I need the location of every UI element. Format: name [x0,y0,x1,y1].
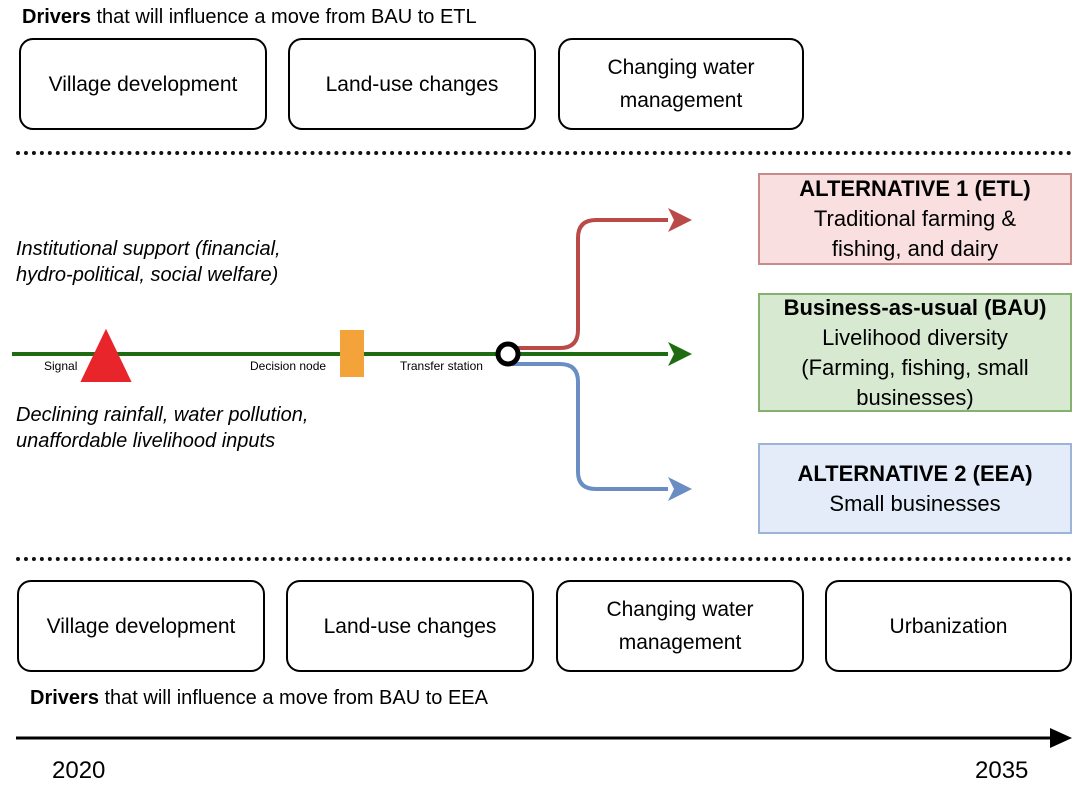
top-drivers-heading: Drivers that will influence a move from … [22,6,477,28]
bottom-driver-urbanization: Urbanization [825,580,1072,672]
top-driver-changing-water-management: Changing water management [558,38,804,130]
eea-branch-line [512,362,668,491]
bau-title: Business-as-usual (BAU) [783,294,1047,320]
bau-box: Business-as-usual (BAU) Livelihood diver… [758,293,1072,412]
timeline-end-year: 2035 [975,757,1029,784]
bottom-driver-changing-water-management: Changing water management [556,580,804,672]
top-divider [16,151,1072,155]
signal-label: Signal [44,359,78,373]
decision-node-label: Decision node [250,359,327,373]
alternative-2-box: ALTERNATIVE 2 (EEA) Small businesses [758,443,1072,534]
signal-triangle-icon [80,328,132,382]
bottom-divider [16,557,1072,561]
alternative-1-title: ALTERNATIVE 1 (ETL) [799,176,1031,201]
bottom-driver-village-development: Village development [17,580,265,672]
alternative-2-body: Small businesses [829,490,1001,516]
alternative-2-title: ALTERNATIVE 2 (EEA) [797,460,1033,486]
timeline-arrowhead [1050,728,1072,748]
alternative-1-body: Traditional farming & fishing, and dairy [813,206,1017,261]
bau-arrowhead [668,342,692,366]
etl-arrowhead [668,208,692,232]
top-driver-village-development: Village development [19,38,267,130]
alternative-1-box: ALTERNATIVE 1 (ETL) Traditional farming … [758,173,1072,265]
bau-body: Livelihood diversity (Farming, fishing, … [801,324,1029,410]
bottom-driver-land-use-changes: Land-use changes [286,580,534,672]
top-driver-land-use-changes: Land-use changes [288,38,536,130]
bottom-drivers-heading: Drivers that will influence a move from … [30,687,488,709]
transfer-station-label: Transfer station [400,359,483,373]
declining-factors-text: Declining rainfall, water pollution, una… [16,404,309,452]
etl-branch-line [512,218,668,350]
decision-node-marker [340,330,364,377]
eea-arrowhead [668,477,692,501]
institutional-support-text: Institutional support (financial, hydro-… [16,238,281,286]
timeline-start-year: 2020 [52,757,106,784]
transfer-station-marker [495,341,521,367]
